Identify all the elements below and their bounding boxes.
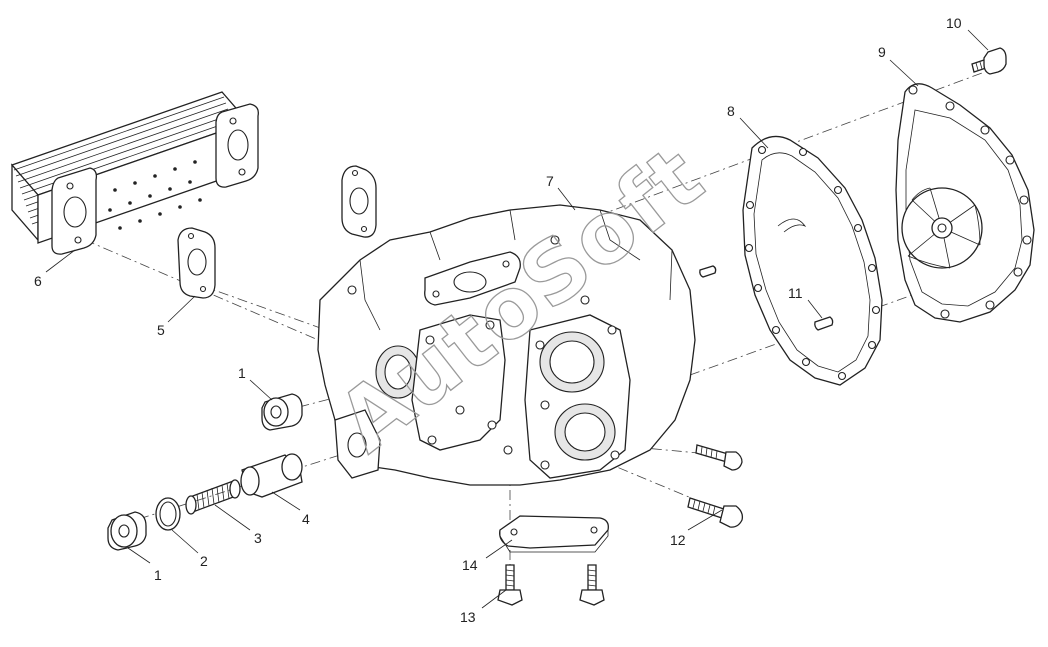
housing-bolt-lower[interactable] (687, 497, 744, 528)
callout-2: 2 (200, 553, 208, 569)
callout-11: 11 (788, 285, 803, 301)
callout-5: 5 (157, 322, 165, 338)
plate-bolt-right[interactable] (579, 564, 605, 606)
gasket-small-upper[interactable] (341, 165, 377, 238)
housing-body[interactable] (317, 204, 696, 486)
housing-bolt-upper[interactable] (695, 444, 743, 471)
callout-13: 13 (460, 609, 476, 625)
oil-cooler[interactable] (10, 91, 259, 255)
callout-6: 6 (34, 273, 42, 289)
pump-gasket[interactable] (742, 135, 883, 386)
callout-8: 8 (727, 103, 735, 119)
callout-9: 9 (878, 44, 886, 60)
valve-sleeve[interactable] (240, 453, 303, 498)
cover-plate[interactable] (499, 515, 609, 553)
callout-10: 10 (946, 15, 962, 31)
gasket-small-left[interactable] (177, 227, 216, 299)
plug-upper[interactable] (261, 393, 303, 431)
callout-labels: 1 1 2 3 4 5 6 7 8 9 10 11 12 14 13 (34, 15, 962, 625)
plate-bolt-left[interactable] (497, 564, 523, 606)
leader-lines (45, 29, 989, 609)
callout-3: 3 (254, 530, 262, 546)
callout-1-lower: 1 (154, 567, 162, 583)
callout-14: 14 (462, 557, 478, 573)
callout-7: 7 (546, 173, 554, 189)
callout-12: 12 (670, 532, 686, 548)
pump-bolt[interactable] (971, 47, 1007, 75)
dowel-pins[interactable] (699, 265, 834, 331)
plug-lower[interactable] (107, 511, 147, 551)
seal-ring[interactable] (155, 497, 181, 531)
water-pump[interactable] (895, 83, 1035, 323)
callout-1-upper: 1 (238, 365, 246, 381)
valve-spring[interactable] (185, 479, 241, 515)
callout-4: 4 (302, 511, 310, 527)
